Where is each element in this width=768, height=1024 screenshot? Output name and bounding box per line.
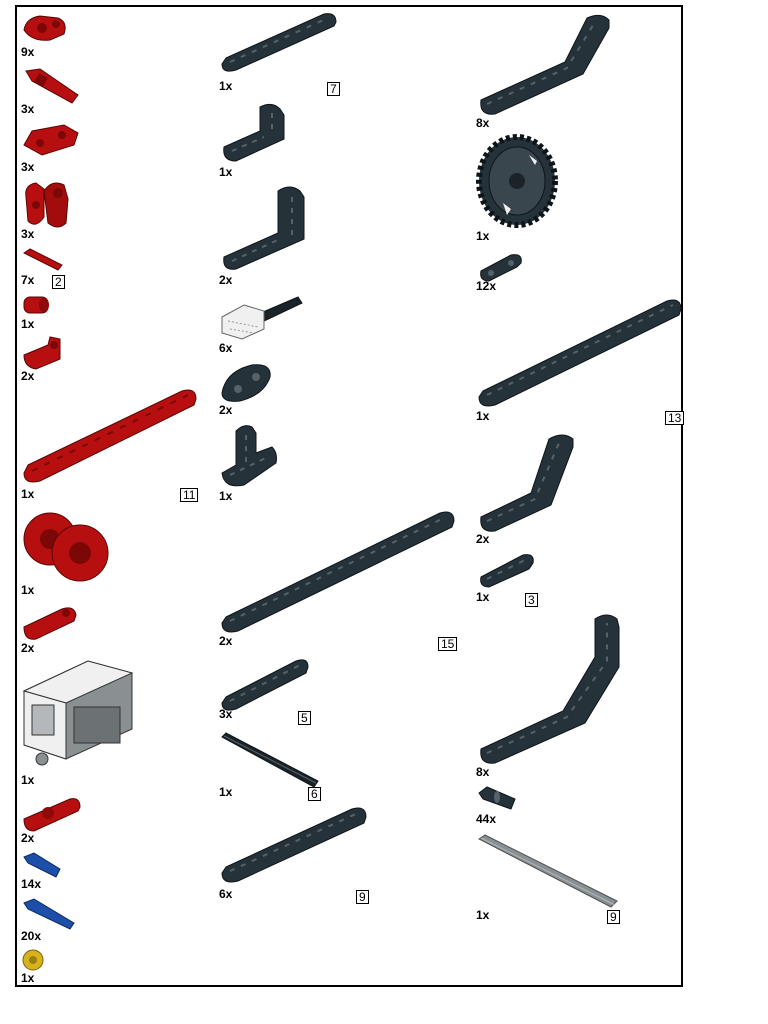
angle-beam-icon xyxy=(223,186,305,270)
quantity-label: 1x xyxy=(476,229,490,243)
small-beam-icon xyxy=(480,254,522,282)
red-beam-icon xyxy=(23,389,197,483)
quantity-label: 7x xyxy=(21,273,35,287)
length-indicator: 7 xyxy=(327,82,340,96)
axle-pin-connector-icon xyxy=(23,607,77,640)
quantity-label: 1x xyxy=(219,165,233,179)
quantity-label: 1x xyxy=(219,785,233,799)
angle-connector-icon xyxy=(23,336,61,370)
long-blue-pin-icon xyxy=(23,898,75,930)
quantity-label: 2x xyxy=(476,532,490,546)
quantity-label: 1x xyxy=(21,773,35,787)
motor-icon xyxy=(22,660,134,766)
length-indicator: 9 xyxy=(356,890,369,904)
tall-bent-beam-icon xyxy=(480,614,620,764)
bent-beam-icon xyxy=(480,434,574,532)
quantity-label: 8x xyxy=(476,116,490,130)
axle-pin-icon xyxy=(25,68,79,104)
short-beam-icon xyxy=(221,659,309,711)
quantity-label: 2x xyxy=(21,831,35,845)
quantity-label: 2x xyxy=(21,641,35,655)
quantity-label: 3x xyxy=(21,227,35,241)
quantity-label: 1x xyxy=(476,409,490,423)
cross-block-icon xyxy=(23,15,66,41)
blue-pin-icon xyxy=(23,852,61,878)
length-indicator: 11 xyxy=(180,488,199,502)
angle-beam-small-icon xyxy=(223,103,285,162)
quantity-label: 2x xyxy=(219,634,233,648)
quantity-label: 8x xyxy=(476,765,490,779)
panel-icon xyxy=(221,364,271,402)
quantity-label: 1x xyxy=(219,489,233,503)
quantity-label: 1x xyxy=(476,590,490,604)
cable-connector-icon xyxy=(221,296,303,340)
length-indicator: 9 xyxy=(607,910,620,924)
long-beam-icon xyxy=(221,511,455,633)
quantity-label: 1x xyxy=(219,79,233,93)
gray-axle-icon xyxy=(478,834,618,908)
wheel-hub-icon xyxy=(23,512,109,582)
length-indicator: 5 xyxy=(298,711,311,725)
quantity-label: 1x xyxy=(21,487,35,501)
quantity-label: 20x xyxy=(21,929,42,943)
length-indicator: 2 xyxy=(52,275,65,289)
quantity-label: 2x xyxy=(219,273,233,287)
pin-connector-icon xyxy=(23,798,81,832)
black-pin-icon xyxy=(478,786,516,810)
quantity-label: 2x xyxy=(219,403,233,417)
quantity-label: 6x xyxy=(219,341,233,355)
quantity-label: 44x xyxy=(476,812,497,826)
quantity-label: 3x xyxy=(21,160,35,174)
axle-icon xyxy=(23,248,63,271)
beam-icon xyxy=(221,807,367,883)
double-cross-block-icon xyxy=(23,124,79,156)
quantity-label: 6x xyxy=(219,887,233,901)
perpendicular-connector-icon xyxy=(25,182,69,228)
quantity-label: 12x xyxy=(476,279,497,293)
bent-beam-icon xyxy=(480,14,610,115)
quantity-label: 1x xyxy=(21,317,35,331)
length-indicator: 15 xyxy=(438,637,458,651)
quantity-label: 1x xyxy=(21,583,35,597)
yellow-bush-icon xyxy=(22,949,44,971)
beam-icon xyxy=(480,554,534,588)
length-indicator: 3 xyxy=(525,593,538,607)
gear-icon xyxy=(476,134,558,228)
quantity-label: 9x xyxy=(21,45,35,59)
t-beam-icon xyxy=(221,425,277,487)
quantity-label: 2x xyxy=(21,369,35,383)
quantity-label: 3x xyxy=(219,707,233,721)
length-indicator: 6 xyxy=(308,787,321,801)
quantity-label: 14x xyxy=(21,877,42,891)
beam-icon xyxy=(221,13,337,72)
long-beam-icon xyxy=(478,299,682,407)
quantity-label: 3x xyxy=(21,102,35,116)
length-indicator: 13 xyxy=(665,411,685,425)
axle-icon xyxy=(221,732,319,788)
bush-icon xyxy=(23,296,49,314)
parts-list-page: 9x 3x 3x 3x 7x 2 xyxy=(15,5,685,987)
quantity-label: 1x xyxy=(21,971,35,985)
quantity-label: 1x xyxy=(476,908,490,922)
